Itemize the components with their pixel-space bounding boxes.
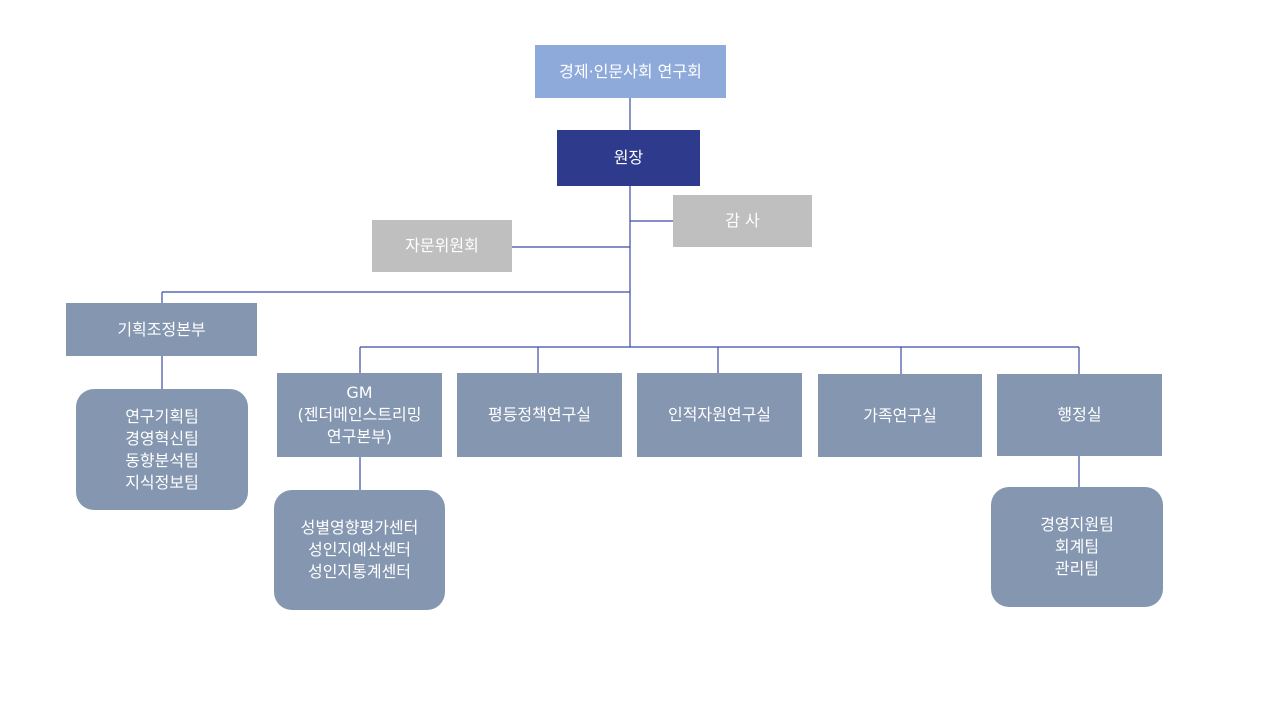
gm-center-item: 성인지예산센터 bbox=[307, 540, 412, 559]
advisory-committee-label: 자문위원회 bbox=[405, 236, 479, 255]
admin-team-item: 회계팀 bbox=[1054, 537, 1100, 556]
admin-team-item: 관리팀 bbox=[1054, 559, 1100, 578]
admin-team-item: 경영지원팀 bbox=[1040, 515, 1114, 534]
family-lab-label: 가족연구실 bbox=[863, 405, 937, 425]
auditor-box: 감 사 bbox=[673, 195, 812, 247]
planning-team-item: 동향분석팀 bbox=[125, 450, 199, 470]
gm-division-label: GM bbox=[346, 383, 373, 402]
planning-team-item: 지식정보팀 bbox=[125, 472, 199, 492]
gm-center-item: 성별영향평가센터 bbox=[300, 518, 419, 537]
equality-policy-lab-label: 평등정책연구실 bbox=[487, 405, 592, 424]
auditor-label: 감 사 bbox=[725, 211, 760, 230]
admin-teams-box: 경영지원팀 회계팀 관리팀 bbox=[991, 487, 1163, 607]
human-resources-lab-label: 인적자원연구실 bbox=[667, 405, 772, 424]
gm-division-label: 연구본부) bbox=[326, 427, 393, 446]
president-box: 원장 bbox=[557, 130, 700, 186]
planning-division-label: 기획조정본부 bbox=[117, 319, 206, 339]
planning-team-item: 경영혁신팀 bbox=[125, 428, 199, 448]
gm-division-label: (젠더메인스트리밍 bbox=[297, 405, 422, 424]
human-resources-lab-box: 인적자원연구실 bbox=[637, 373, 802, 457]
gm-center-item: 성인지통계센터 bbox=[307, 562, 412, 581]
admin-office-label: 행정실 bbox=[1057, 405, 1102, 424]
advisory-committee-box: 자문위원회 bbox=[372, 220, 512, 272]
gm-centers-box: 성별영향평가센터 성인지예산센터 성인지통계센터 bbox=[274, 490, 445, 610]
president-label: 원장 bbox=[613, 148, 644, 167]
equality-policy-lab-box: 평등정책연구실 bbox=[457, 373, 622, 457]
planning-teams-box: 연구기획팀 경영혁신팀 동향분석팀 지식정보팀 bbox=[76, 389, 248, 510]
admin-office-box: 행정실 bbox=[997, 374, 1162, 456]
family-lab-box: 가족연구실 bbox=[818, 374, 982, 457]
planning-division-box: 기획조정본부 bbox=[66, 303, 257, 356]
council-box: 경제·인문사회 연구회 bbox=[535, 45, 726, 98]
council-label: 경제·인문사회 연구회 bbox=[559, 61, 702, 81]
planning-team-item: 연구기획팀 bbox=[125, 406, 199, 426]
gm-division-box: GM (젠더메인스트리밍 연구본부) bbox=[277, 373, 442, 457]
